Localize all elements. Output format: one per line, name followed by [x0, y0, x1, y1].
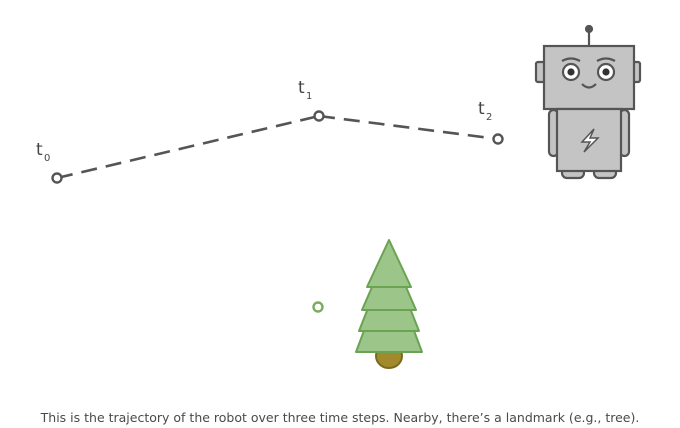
landmark-marker: [312, 301, 324, 313]
time-label-t0: t0: [36, 140, 50, 164]
trajectory-path: [56, 114, 499, 180]
figure-caption: This is the trajectory of the robot over…: [40, 410, 640, 425]
pose-marker-t1: [313, 110, 325, 122]
path-segment-0-1: [56, 114, 320, 180]
trajectory-diagram: t0 t1 t2: [36, 24, 642, 369]
time-label-t1: t1: [298, 78, 312, 102]
pose-marker-t2: [492, 133, 504, 145]
pose-marker-t0: [51, 172, 63, 184]
time-label-t2: t2: [478, 99, 492, 123]
lightning-icon: [580, 128, 600, 153]
path-segment-1-2: [318, 114, 499, 141]
tree-icon: [355, 239, 423, 369]
robot-icon: [534, 24, 642, 180]
